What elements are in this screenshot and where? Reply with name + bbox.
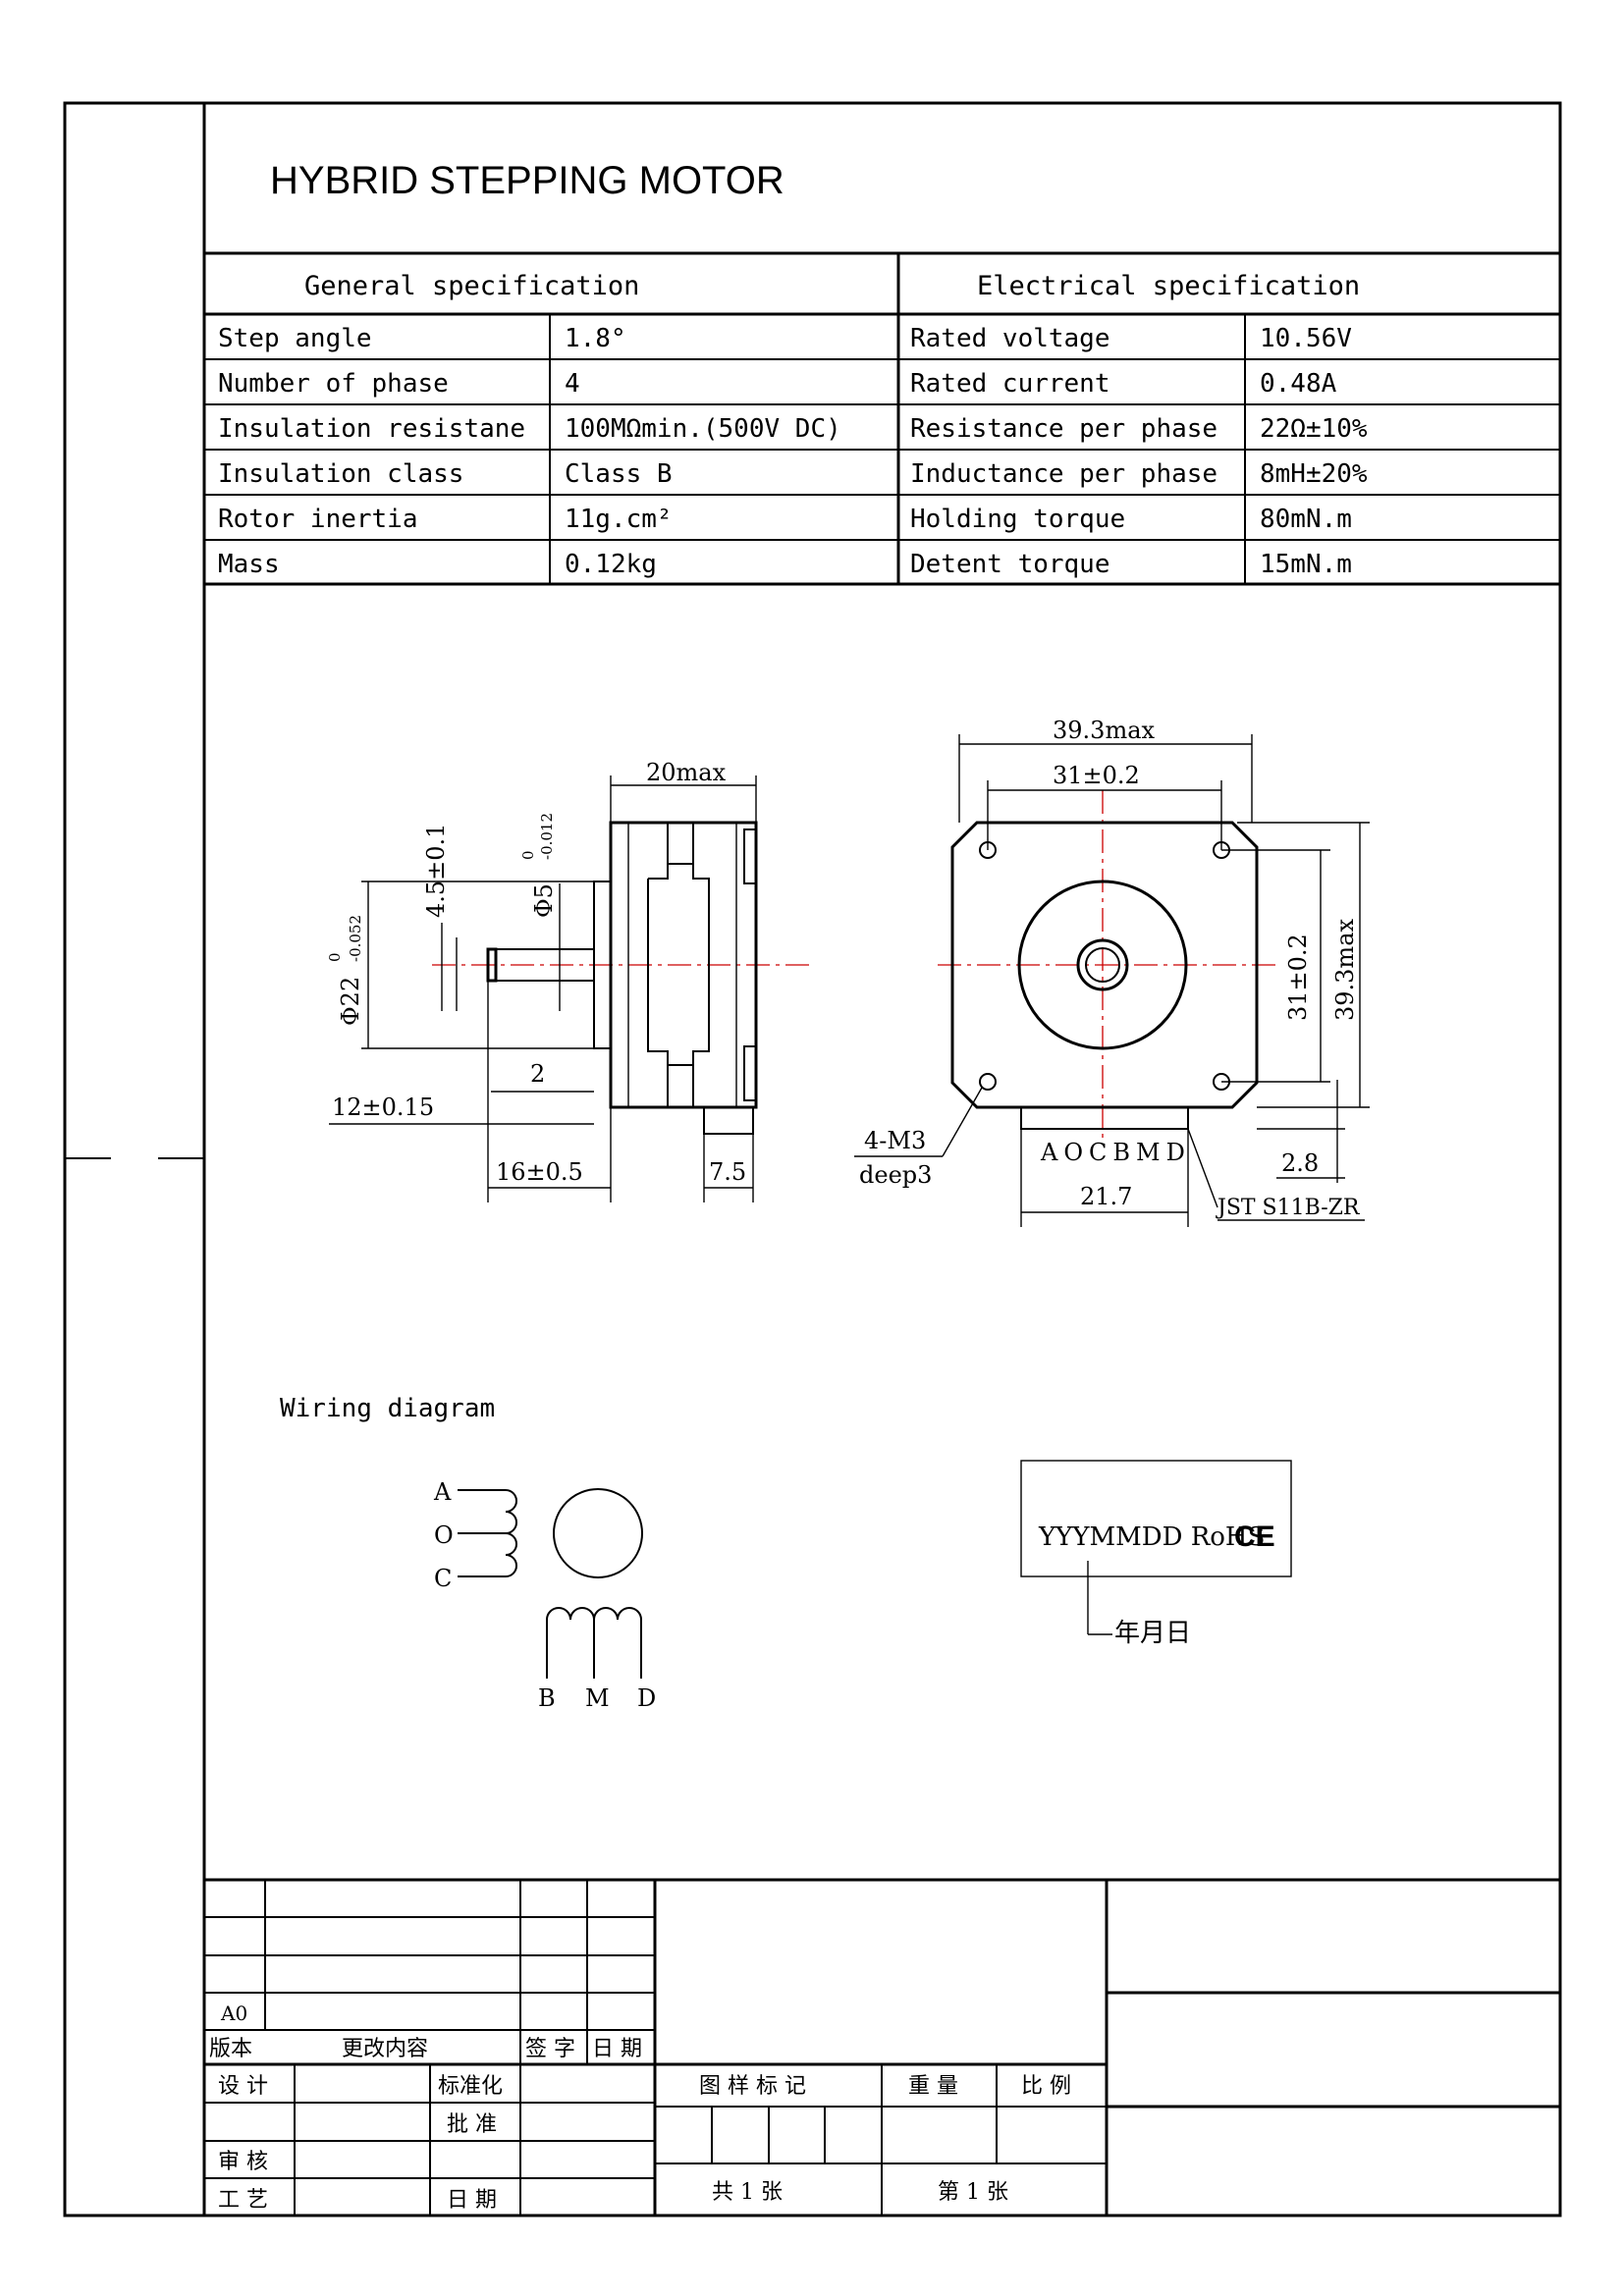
spec-general-value: 0.12kg [565, 550, 657, 579]
spec-general-value: 100MΩmin.(500V DC) [565, 414, 841, 444]
spec-electrical-label: Resistance per phase [910, 414, 1217, 444]
dim-height-31: 31±0.2 [1284, 934, 1312, 1021]
spec-electrical-label: Rated voltage [910, 324, 1110, 353]
front-view: 39.3max 31±0.2 31±0.2 39.3max 4-M3 deep3… [854, 717, 1370, 1227]
spec-general-label: Step angle [218, 324, 372, 353]
dim-flat-4-5: 4.5±0.1 [422, 824, 450, 918]
tb-date2: 日 期 [447, 2188, 497, 2213]
dim-pilot-phi22-tol-lo: -0.052 [347, 915, 364, 962]
tb-total: 共 1 张 [712, 2180, 783, 2205]
wiring-title: Wiring diagram [280, 1394, 495, 1423]
tb-content: 更改内容 [342, 2037, 428, 2061]
tb-a0: A0 [220, 2002, 247, 2025]
label-text: YYYMMDD RoHS [1038, 1522, 1265, 1552]
dim-flange-16: 16±0.5 [496, 1158, 583, 1186]
dim-length-20: 20max [646, 759, 727, 786]
spec-general-label: Mass [218, 550, 280, 579]
dim-holes-deep: deep3 [859, 1161, 932, 1189]
dim-shaft-phi5-tol-up: 0 [519, 850, 537, 860]
dim-pilot-phi22: Φ22 [337, 977, 364, 1026]
spec-general-value: Class B [565, 459, 673, 489]
spec-electrical-label: Holding torque [910, 505, 1125, 534]
tb-scale: 比 例 [1021, 2074, 1071, 2099]
spec-general-value: 11g.cm² [565, 505, 673, 534]
tb-process: 工 艺 [218, 2188, 268, 2213]
spec-electrical-value: 80mN.m [1260, 505, 1352, 534]
spec-electrical-value: 15mN.m [1260, 550, 1352, 579]
connector-pin-labels: AOCBMD [1040, 1139, 1191, 1166]
ce-mark: CE [1234, 1521, 1275, 1553]
spec-general-label: Insulation class [218, 459, 463, 489]
dim-connector-7-5: 7.5 [709, 1158, 746, 1186]
spec-electrical-value: 10.56V [1260, 324, 1352, 353]
dim-shaft-12: 12±0.15 [332, 1094, 434, 1121]
wire-label-d: D [637, 1684, 656, 1712]
label-date-note: 年月日 [1114, 1619, 1191, 1648]
dim-connector-21-7: 21.7 [1080, 1183, 1132, 1210]
page-title: HYBRID STEPPING MOTOR [270, 159, 784, 202]
wire-label-o: O [434, 1522, 454, 1549]
spec-general-value: 4 [565, 369, 580, 399]
spec-electrical-value: 0.48A [1260, 369, 1337, 399]
dim-width-31: 31±0.2 [1053, 762, 1140, 789]
spec-electrical-value: 22Ω±10% [1260, 414, 1368, 444]
tb-sheet: 第 1 张 [938, 2180, 1008, 2205]
general-spec-header: General specification [304, 271, 639, 301]
tb-review: 审 核 [218, 2150, 268, 2174]
tb-date: 日 期 [592, 2037, 642, 2061]
spec-table: General specification Electrical specifi… [204, 253, 1560, 586]
dim-connector-2-8: 2.8 [1281, 1149, 1319, 1177]
tb-weight: 重 量 [908, 2074, 958, 2099]
tb-sign: 签 字 [525, 2037, 575, 2061]
spec-general-label: Insulation resistane [218, 414, 525, 444]
dim-pilot-phi22-tol-up: 0 [326, 952, 344, 962]
electrical-spec-header: Electrical specification [977, 271, 1360, 301]
tb-standard: 标准化 [438, 2074, 503, 2099]
dim-height-39-3: 39.3max [1331, 918, 1359, 1021]
wiring-diagram: Wiring diagram A O C B M D [280, 1394, 656, 1712]
marking-label: YYYMMDD RoHS CE 年月日 [1020, 1460, 1292, 1648]
dim-width-39-3: 39.3max [1053, 717, 1156, 744]
spec-electrical-label: Inductance per phase [910, 459, 1217, 489]
dim-shaft-phi5-tol-lo: -0.012 [538, 813, 556, 860]
spec-electrical-label: Rated current [910, 369, 1110, 399]
wire-label-m: M [585, 1684, 610, 1712]
dim-shaft-phi5: Φ5 [530, 883, 558, 918]
spec-electrical-value: 8mH±20% [1260, 459, 1368, 489]
spec-general-label: Rotor inertia [218, 505, 418, 534]
dim-flange-2: 2 [530, 1060, 545, 1088]
dim-holes-m3: 4-M3 [864, 1127, 926, 1154]
tb-version: 版本 [209, 2037, 252, 2061]
connector-part-number: JST S11B-ZR [1216, 1196, 1361, 1220]
wire-label-a: A [433, 1478, 452, 1506]
wire-label-c: C [434, 1565, 452, 1592]
side-view: 20max 4.5±0.1 Φ5 0 -0.012 Φ22 0 -0.052 2… [326, 759, 815, 1202]
spec-general-label: Number of phase [218, 369, 449, 399]
spec-electrical-label: Detent torque [910, 550, 1110, 579]
tb-approve: 批 准 [447, 2112, 497, 2137]
tb-mark: 图 样 标 记 [699, 2074, 806, 2099]
spec-general-value: 1.8° [565, 324, 626, 353]
wire-label-b: B [538, 1684, 556, 1712]
tb-design: 设 计 [218, 2074, 268, 2099]
title-block: A0 版本 更改内容 签 字 日 期 设 计 标准化 批 准 审 核 工 艺 日… [204, 1878, 1560, 2216]
